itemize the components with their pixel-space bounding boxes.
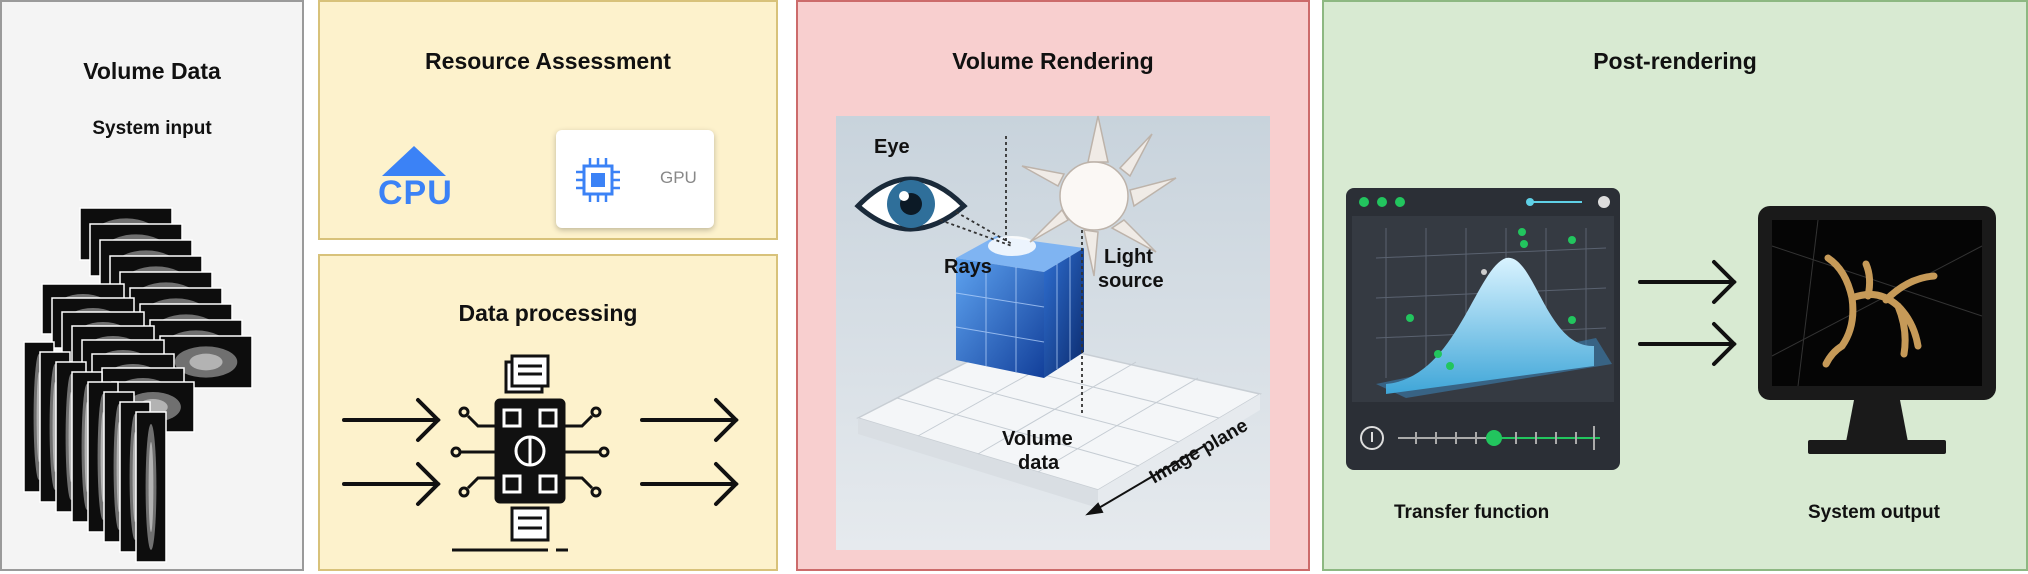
cpu-icon (382, 146, 446, 176)
rays-label: Rays (944, 256, 992, 278)
volume-data-subtitle: System input (92, 118, 212, 139)
volume-label-line2: data (1018, 452, 1060, 474)
ct-slice-stack-icon (23, 207, 253, 563)
data-processing-panel: Data processing (318, 254, 778, 571)
post-rendering-panel: Post-rendering (1322, 0, 2028, 571)
gpu-label: GPU (660, 168, 697, 187)
output-arrows-icon (640, 398, 739, 506)
chip-icon (576, 158, 620, 202)
system-output-label: System output (1808, 502, 1940, 523)
light-source-icon (1021, 115, 1177, 277)
gpu-card: GPU (556, 130, 714, 228)
eye-label: Eye (874, 136, 910, 158)
transfer-function-label: Transfer function (1394, 502, 1550, 523)
cpu-label: CPU (378, 174, 453, 212)
rendering-scene-illustration (836, 115, 1270, 550)
post-rendering-title: Post-rendering (1593, 48, 1757, 74)
light-label-line1: Light (1104, 246, 1153, 268)
monitor-icon (1758, 206, 1996, 454)
volume-rendering-panel: Volume Rendering (796, 0, 1310, 571)
transfer-function-editor-illustration (1346, 188, 1620, 470)
resource-assessment-title: Resource Assessment (425, 48, 671, 74)
light-label-line2: source (1098, 270, 1164, 292)
input-arrows-icon (342, 398, 441, 506)
forward-arrows-icon (1638, 260, 1737, 366)
processing-chip-icon (450, 354, 610, 552)
volume-data-title: Volume Data (83, 58, 221, 84)
eye-icon (854, 176, 968, 232)
volume-data-panel: Volume Data System input (0, 0, 304, 571)
resource-assessment-panel: Resource Assessment CPU GPU (318, 0, 778, 240)
data-processing-title: Data processing (458, 300, 638, 326)
volume-rendering-title: Volume Rendering (952, 48, 1154, 74)
volume-label-line1: Volume (1002, 428, 1073, 450)
